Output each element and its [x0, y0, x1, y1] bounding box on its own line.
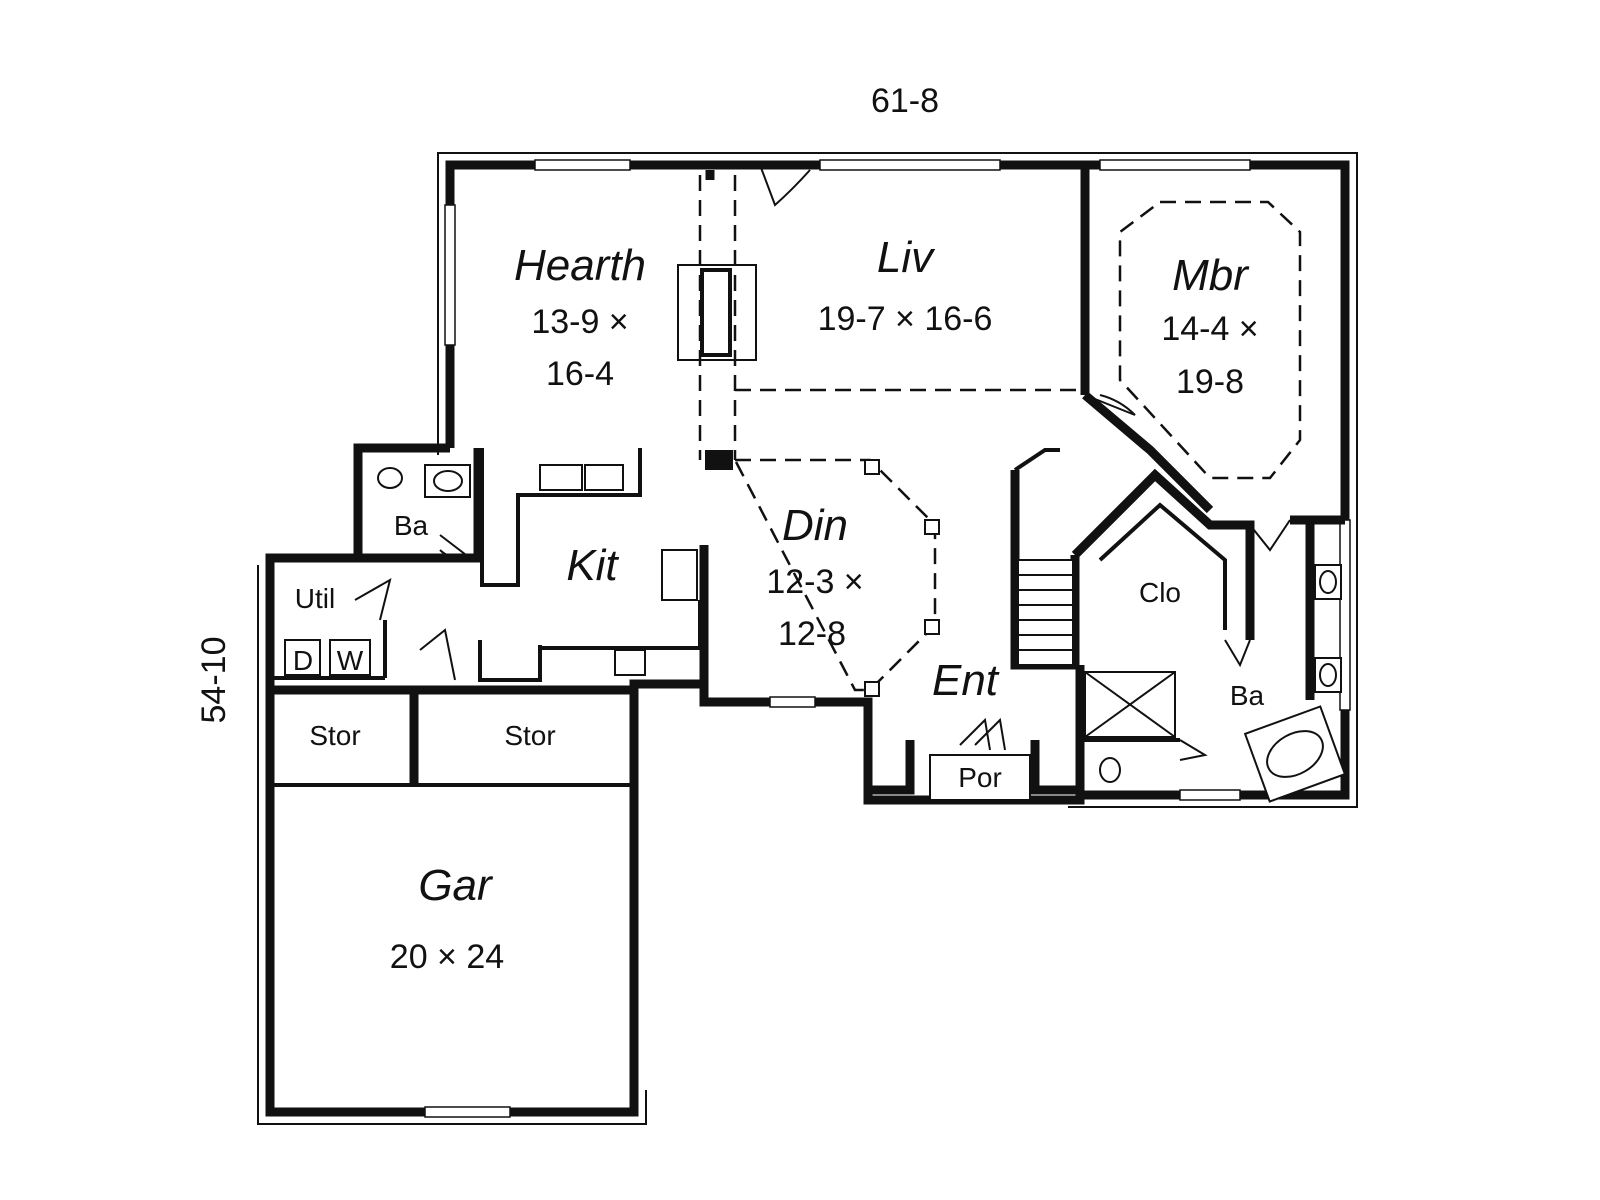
- window-bottom-din: [769, 696, 816, 708]
- exterior-wall-west-wing: [265, 443, 639, 1117]
- kitchen-sink: [539, 464, 583, 491]
- shower-x2: [1084, 671, 1176, 738]
- room-label-gar: Gar: [418, 861, 494, 910]
- room-label-stor-1: Stor: [309, 720, 360, 751]
- room-dim-gar: 20 × 24: [390, 938, 504, 976]
- door-kit-stor: [419, 628, 456, 681]
- kitchen-sink-2: [584, 464, 624, 491]
- range-top: [614, 649, 646, 676]
- closet-right: [1030, 740, 1085, 795]
- room-label-clo: Clo: [1139, 577, 1181, 608]
- toilet-master: [1099, 757, 1121, 783]
- label-dryer: D: [293, 645, 313, 676]
- room-label-ent: Ent: [932, 656, 1000, 705]
- garage-outer-line: [257, 565, 647, 1125]
- door-util: [354, 577, 392, 621]
- master-tub-basin: [1266, 730, 1324, 778]
- closet-left: [863, 740, 915, 795]
- door-wc: [1179, 739, 1208, 761]
- room-label-ba-hall: Ba: [394, 510, 429, 541]
- room-label-mbr: Mbr: [1172, 251, 1250, 300]
- tub-hall-basin: [433, 470, 463, 492]
- room-dim-hearth-2: 16-4: [546, 355, 614, 393]
- column-din-4: [864, 681, 880, 697]
- room-label-din: Din: [782, 501, 848, 550]
- room-label-util: Util: [295, 583, 335, 614]
- stair-steps: [1017, 559, 1074, 666]
- room-label-hearth: Hearth: [514, 241, 646, 290]
- wall-closet-inner: [1098, 502, 1227, 630]
- room-dim-din-2: 12-8: [778, 615, 846, 653]
- wall-kit-east: [540, 600, 702, 650]
- column-din-2: [924, 519, 940, 535]
- window-top-1: [534, 159, 631, 171]
- dryer-box: [284, 639, 321, 676]
- toilet-hall: [377, 467, 403, 489]
- exterior-wall-outer-line: [437, 152, 1358, 808]
- room-dim-liv: 19-7 × 16-6: [818, 300, 993, 338]
- window-garage: [424, 1106, 511, 1118]
- room-label-liv: Liv: [877, 233, 936, 282]
- door-closet: [1224, 639, 1251, 668]
- room-label-por: Por: [958, 762, 1002, 793]
- stair-treads: [1018, 574, 1073, 651]
- room-label-ba-master: Ba: [1230, 680, 1265, 711]
- post-kit-din: [705, 450, 733, 470]
- door-front-porch: [759, 164, 811, 207]
- vanity-basin-2: [1319, 663, 1337, 687]
- door-swings: [354, 164, 1291, 761]
- door-bath-hall: [439, 534, 473, 560]
- wall-closet: [1071, 468, 1255, 640]
- label-washer: W: [337, 645, 364, 676]
- window-top-3: [1099, 159, 1251, 171]
- dash-mbr-ceiling: [1118, 200, 1302, 480]
- door-entry-left: [959, 717, 991, 751]
- overall-depth-label: 54-10: [195, 637, 233, 724]
- window-top-2: [819, 159, 1001, 171]
- fireplace-box: [700, 268, 732, 357]
- room-dim-mbr-2: 19-8: [1176, 363, 1244, 401]
- door-entry-right: [974, 717, 1006, 751]
- fireplace: [677, 264, 757, 361]
- windows: [424, 159, 1351, 1118]
- room-dim-din-1: 12-3 ×: [766, 563, 863, 601]
- wall-kit-south: [478, 640, 542, 682]
- room-dim-hearth-1: 13-9 ×: [531, 303, 628, 341]
- interior-walls: [270, 165, 1345, 801]
- vanity-basin-1: [1319, 570, 1337, 594]
- room-label-kit: Kit: [566, 541, 619, 590]
- labels: 61-8 54-10 Hearth 13-9 × 16-4 Liv 19-7 ×…: [195, 82, 1265, 976]
- wall-stair-curve: [1013, 448, 1060, 472]
- door-mbr: [1084, 394, 1136, 416]
- range: [661, 549, 698, 601]
- window-left-hearth: [444, 204, 456, 346]
- fixtures: [284, 459, 1347, 803]
- wall-bath-util: [358, 448, 483, 563]
- window-bottom-bath: [1179, 789, 1241, 801]
- room-label-stor-2: Stor: [504, 720, 555, 751]
- door-master-bath: [1249, 519, 1291, 552]
- room-dim-mbr-1: 14-4 ×: [1161, 310, 1258, 348]
- overall-width-label: 61-8: [871, 82, 939, 120]
- washer-box: [329, 639, 371, 676]
- wall-hall-mbr: [1082, 391, 1214, 514]
- column-din-3: [924, 619, 940, 635]
- wall-kit-counter: [480, 448, 642, 587]
- column-din-1: [864, 459, 880, 475]
- porch-box: [929, 754, 1031, 801]
